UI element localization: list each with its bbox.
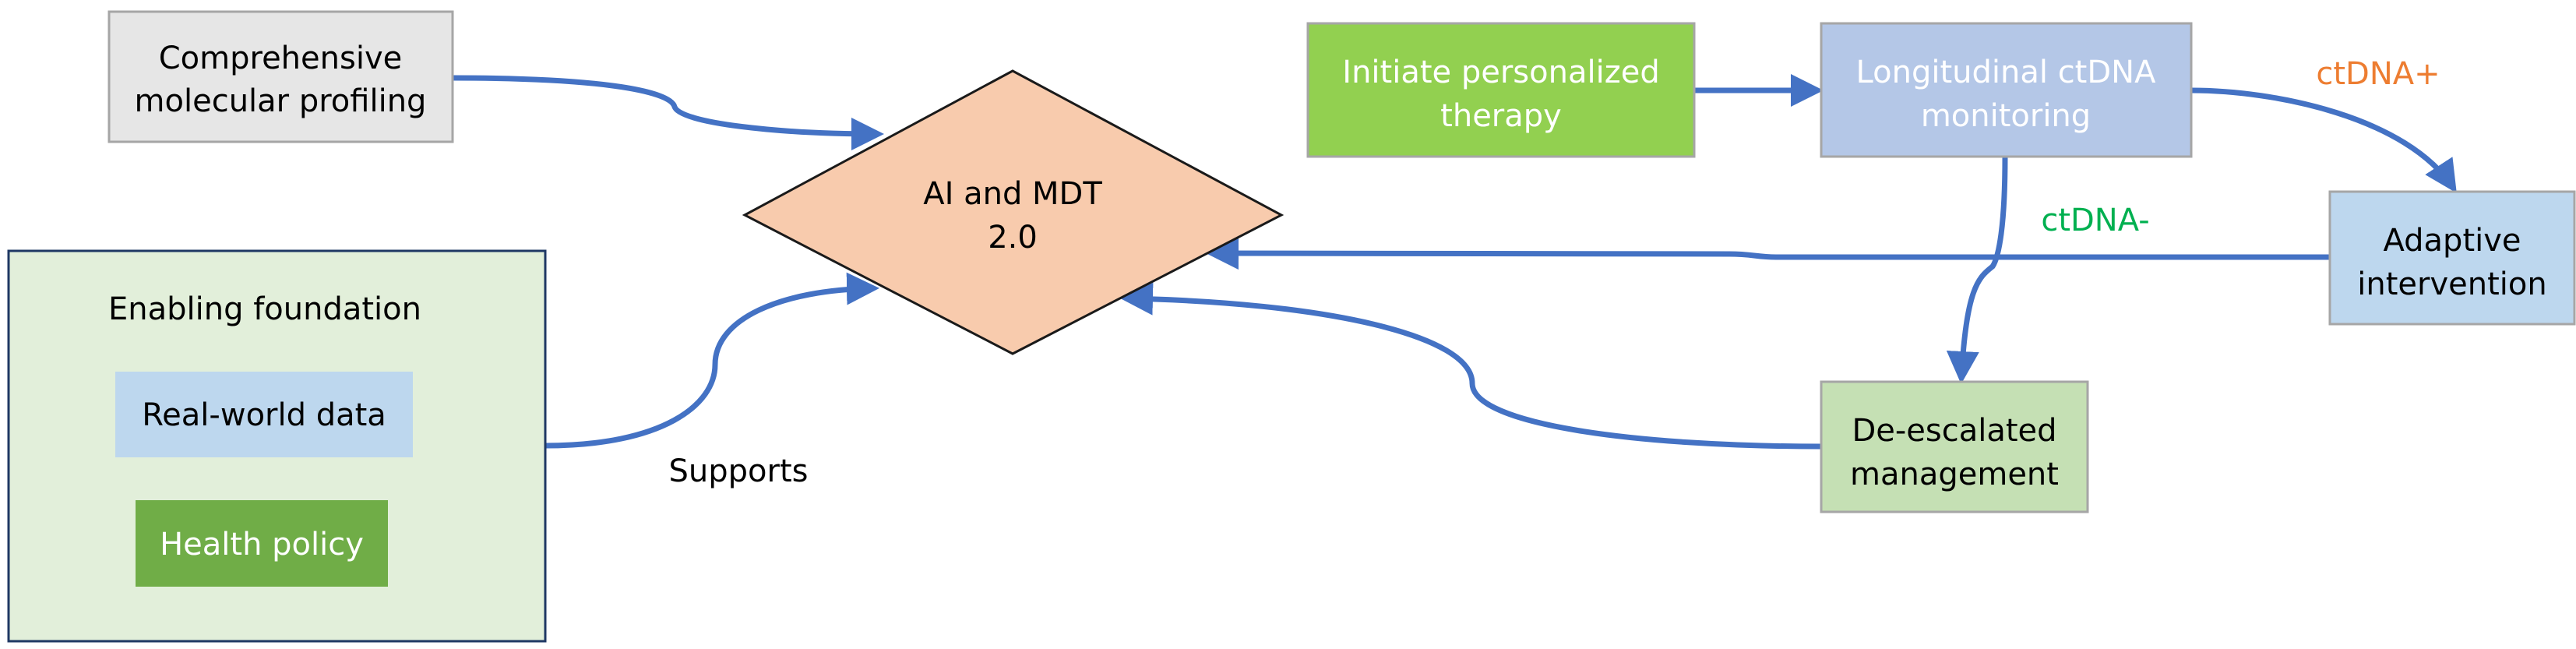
node-initiate-therapy-label-1: Initiate personalized <box>1342 55 1659 90</box>
node-real-world-data-label: Real-world data <box>142 397 386 433</box>
node-deescalated-management-label-2: management <box>1850 457 2059 492</box>
node-molecular-profiling-label-2: molecular profiling <box>135 83 427 119</box>
ctdna-positive-label: ctDNA+ <box>2316 56 2440 92</box>
node-health-policy-box <box>136 500 388 587</box>
connector-deescalated-to-hub <box>1120 282 1822 450</box>
node-ai-mdt-label-2: 2.0 <box>988 220 1038 256</box>
node-adaptive-intervention: Adaptive intervention <box>2328 190 2576 326</box>
node-initiate-therapy-box <box>1306 22 1696 158</box>
node-initiate-therapy-label-2: therapy <box>1440 98 1562 134</box>
node-deescalated-management-box <box>1820 380 2089 513</box>
node-ctdna-monitoring: Longitudinal ctDNA monitoring <box>1820 22 2193 158</box>
node-ai-mdt-hub: AI and MDT 2.0 <box>742 69 1284 355</box>
node-adaptive-intervention-label-2: intervention <box>2357 266 2546 302</box>
node-initiate-therapy: Initiate personalized therapy <box>1306 22 1696 158</box>
node-molecular-profiling-box <box>107 10 454 143</box>
node-health-policy-label: Health policy <box>160 527 364 563</box>
node-real-world-data-box <box>115 372 413 457</box>
node-molecular-profiling: Comprehensive molecular profiling <box>107 10 454 143</box>
node-ctdna-monitoring-box <box>1820 22 2193 158</box>
ctdna-negative-label: ctDNA- <box>2041 203 2149 238</box>
node-enabling-foundation-title: Enabling foundation <box>108 291 421 327</box>
connector-monitoring-to-adaptive <box>2190 87 2457 193</box>
node-deescalated-management-label-1: De-escalated <box>1852 413 2056 449</box>
node-molecular-profiling-label-1: Comprehensive <box>159 41 402 76</box>
node-ai-mdt-label-1: AI and MDT <box>923 176 1102 212</box>
node-deescalated-management: De-escalated management <box>1820 380 2089 513</box>
node-ctdna-monitoring-label-1: Longitudinal ctDNA <box>1856 55 2157 90</box>
supports-label: Supports <box>669 453 809 489</box>
node-adaptive-intervention-box <box>2328 190 2576 326</box>
node-adaptive-intervention-label-1: Adaptive <box>2383 223 2521 259</box>
node-enabling-foundation: Enabling foundation Real-world data Heal… <box>7 249 547 643</box>
node-ai-mdt-diamond <box>742 69 1284 355</box>
connector-profiling-to-hub <box>452 75 884 150</box>
node-ctdna-monitoring-label-2: monitoring <box>1921 98 2091 134</box>
connector-adaptive-to-hub <box>1206 237 2330 270</box>
connector-foundation-to-hub <box>544 272 879 449</box>
connector-monitoring-to-deescalated <box>1946 156 2008 384</box>
